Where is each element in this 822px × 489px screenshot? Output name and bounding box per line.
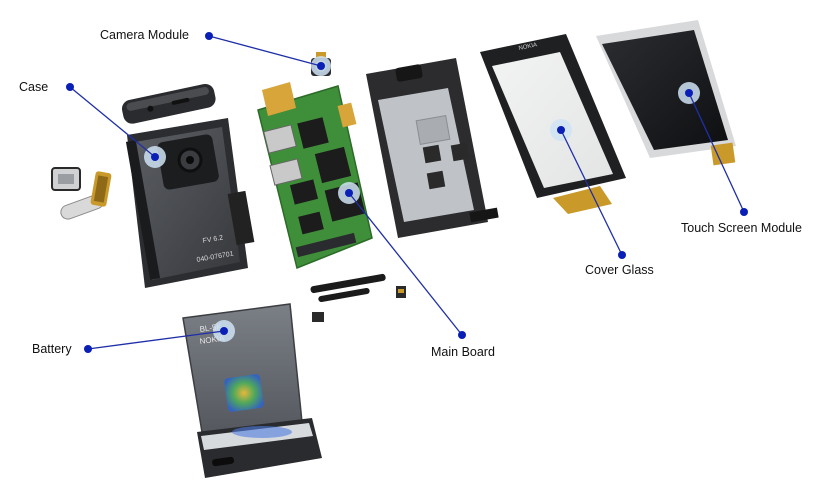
main-board-callout-line bbox=[348, 192, 463, 336]
touch-screen-module-part bbox=[596, 20, 736, 166]
case-label-dot bbox=[66, 83, 74, 91]
main-board-part-dot bbox=[345, 189, 353, 197]
camera-part-dot bbox=[317, 62, 325, 70]
touch-screen-module-label: Touch Screen Module bbox=[681, 221, 802, 235]
main-board-part bbox=[257, 82, 373, 270]
callout-dots bbox=[66, 32, 748, 353]
chassis-frame-part bbox=[366, 58, 499, 238]
case-part: FV 6.2 040-076701 bbox=[125, 118, 255, 288]
case-callout-line bbox=[69, 86, 156, 158]
touch-screen-callout-line bbox=[688, 92, 745, 213]
case-part-dot bbox=[151, 153, 159, 161]
top-end-cap bbox=[121, 83, 216, 124]
cover-glass-part-dot bbox=[557, 126, 565, 134]
camera-callout-line bbox=[208, 35, 322, 67]
battery-part: BL-5K NOKIA bbox=[182, 303, 303, 433]
callout-lines bbox=[69, 35, 745, 350]
case-code-1: FV 6.2 bbox=[202, 234, 224, 244]
battery-label: Battery bbox=[32, 342, 72, 356]
cover-glass-label: Cover Glass bbox=[585, 263, 654, 277]
camera-module-label: Camera Module bbox=[100, 28, 189, 42]
touch-screen-label-dot bbox=[740, 208, 748, 216]
case-label: Case bbox=[19, 80, 49, 94]
main-board-label-dot bbox=[458, 331, 466, 339]
cover-glass-callout-line bbox=[560, 129, 623, 256]
speaker-part bbox=[51, 167, 81, 191]
battery-label-dot bbox=[84, 345, 92, 353]
glass-brand: NOKIA bbox=[518, 42, 538, 52]
camera-label-dot bbox=[205, 32, 213, 40]
main-board-label: Main Board bbox=[431, 345, 495, 359]
battery-part-dot bbox=[220, 327, 228, 335]
vibration-motor-part bbox=[60, 171, 112, 220]
cover-glass-label-dot bbox=[618, 251, 626, 259]
bottom-end-cap bbox=[197, 418, 322, 478]
touch-screen-part-dot bbox=[685, 89, 693, 97]
side-key-strip-part bbox=[310, 273, 406, 322]
battery-callout-line bbox=[87, 330, 225, 350]
cover-glass-part: NOKIA bbox=[480, 34, 626, 214]
